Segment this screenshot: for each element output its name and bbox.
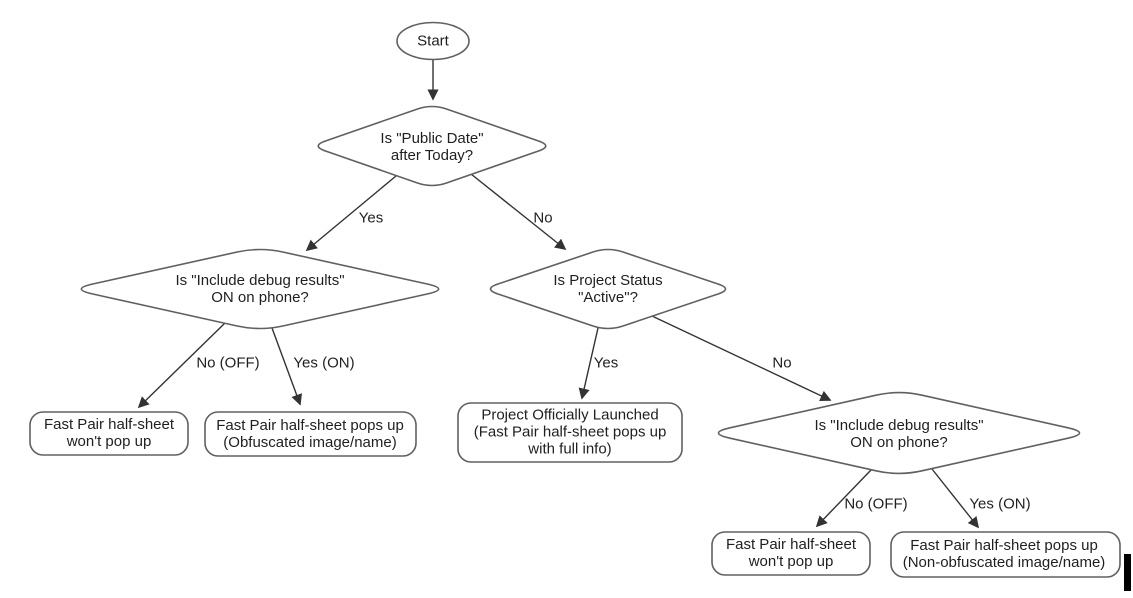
decision-public-date-shape bbox=[317, 105, 547, 187]
edge-label-debug-right-yes: Yes (ON) bbox=[969, 495, 1031, 513]
start-node-shape bbox=[396, 21, 470, 61]
result-no-popup-right-label: Fast Pair half-sheet won't pop up bbox=[725, 536, 857, 570]
result-non-obfuscated-popup-label: Fast Pair half-sheet pops up (Non-obfusc… bbox=[902, 537, 1106, 571]
edge-label-public-date-no: No bbox=[533, 209, 553, 227]
decision-debug-right-label: Is "Include debug results" ON on phone? bbox=[814, 417, 984, 451]
edge-debug-left-yes-on bbox=[271, 327, 302, 406]
text-cursor-bar bbox=[1124, 554, 1131, 591]
result-obfuscated-popup-label: Fast Pair half-sheet pops up (Obfuscated… bbox=[216, 417, 404, 451]
edge-project-status-yes bbox=[578, 327, 599, 400]
edge-label-debug-left-yes: Yes (ON) bbox=[293, 354, 355, 372]
edge-label-debug-right-no: No (OFF) bbox=[844, 495, 908, 513]
edge-project-status-no bbox=[651, 315, 832, 402]
edge-debug-right-no-off bbox=[815, 469, 872, 528]
edge-label-project-status-no: No bbox=[772, 354, 792, 372]
decision-public-date-label: Is "Public Date" after Today? bbox=[380, 130, 484, 164]
result-non-obfuscated-popup-shape bbox=[890, 531, 1121, 578]
start-node-label: Start bbox=[417, 32, 449, 50]
result-obfuscated-popup-shape bbox=[204, 411, 417, 457]
result-no-popup-left-shape bbox=[29, 411, 189, 456]
decision-debug-left-shape bbox=[80, 248, 440, 330]
result-no-popup-left-label: Fast Pair half-sheet won't pop up bbox=[43, 416, 175, 450]
edge-public-date-no bbox=[470, 173, 567, 251]
edge-debug-left-no-off bbox=[137, 322, 226, 409]
decision-debug-right-shape bbox=[717, 391, 1081, 475]
edge-label-debug-left-no: No (OFF) bbox=[196, 354, 260, 372]
edge-label-public-date-yes: Yes bbox=[358, 209, 384, 227]
decision-project-status-shape bbox=[489, 248, 727, 330]
edge-debug-right-yes-on bbox=[931, 468, 980, 529]
result-no-popup-right-shape bbox=[711, 531, 871, 576]
result-launched-shape bbox=[457, 402, 683, 463]
decision-project-status-label: Is Project Status "Active"? bbox=[553, 272, 663, 306]
edge-label-project-status-yes: Yes bbox=[593, 354, 619, 372]
decision-debug-left-label: Is "Include debug results" ON on phone? bbox=[175, 272, 345, 306]
result-launched-label: Project Officially Launched (Fast Pair h… bbox=[473, 406, 667, 458]
edge-public-date-yes bbox=[305, 175, 397, 252]
